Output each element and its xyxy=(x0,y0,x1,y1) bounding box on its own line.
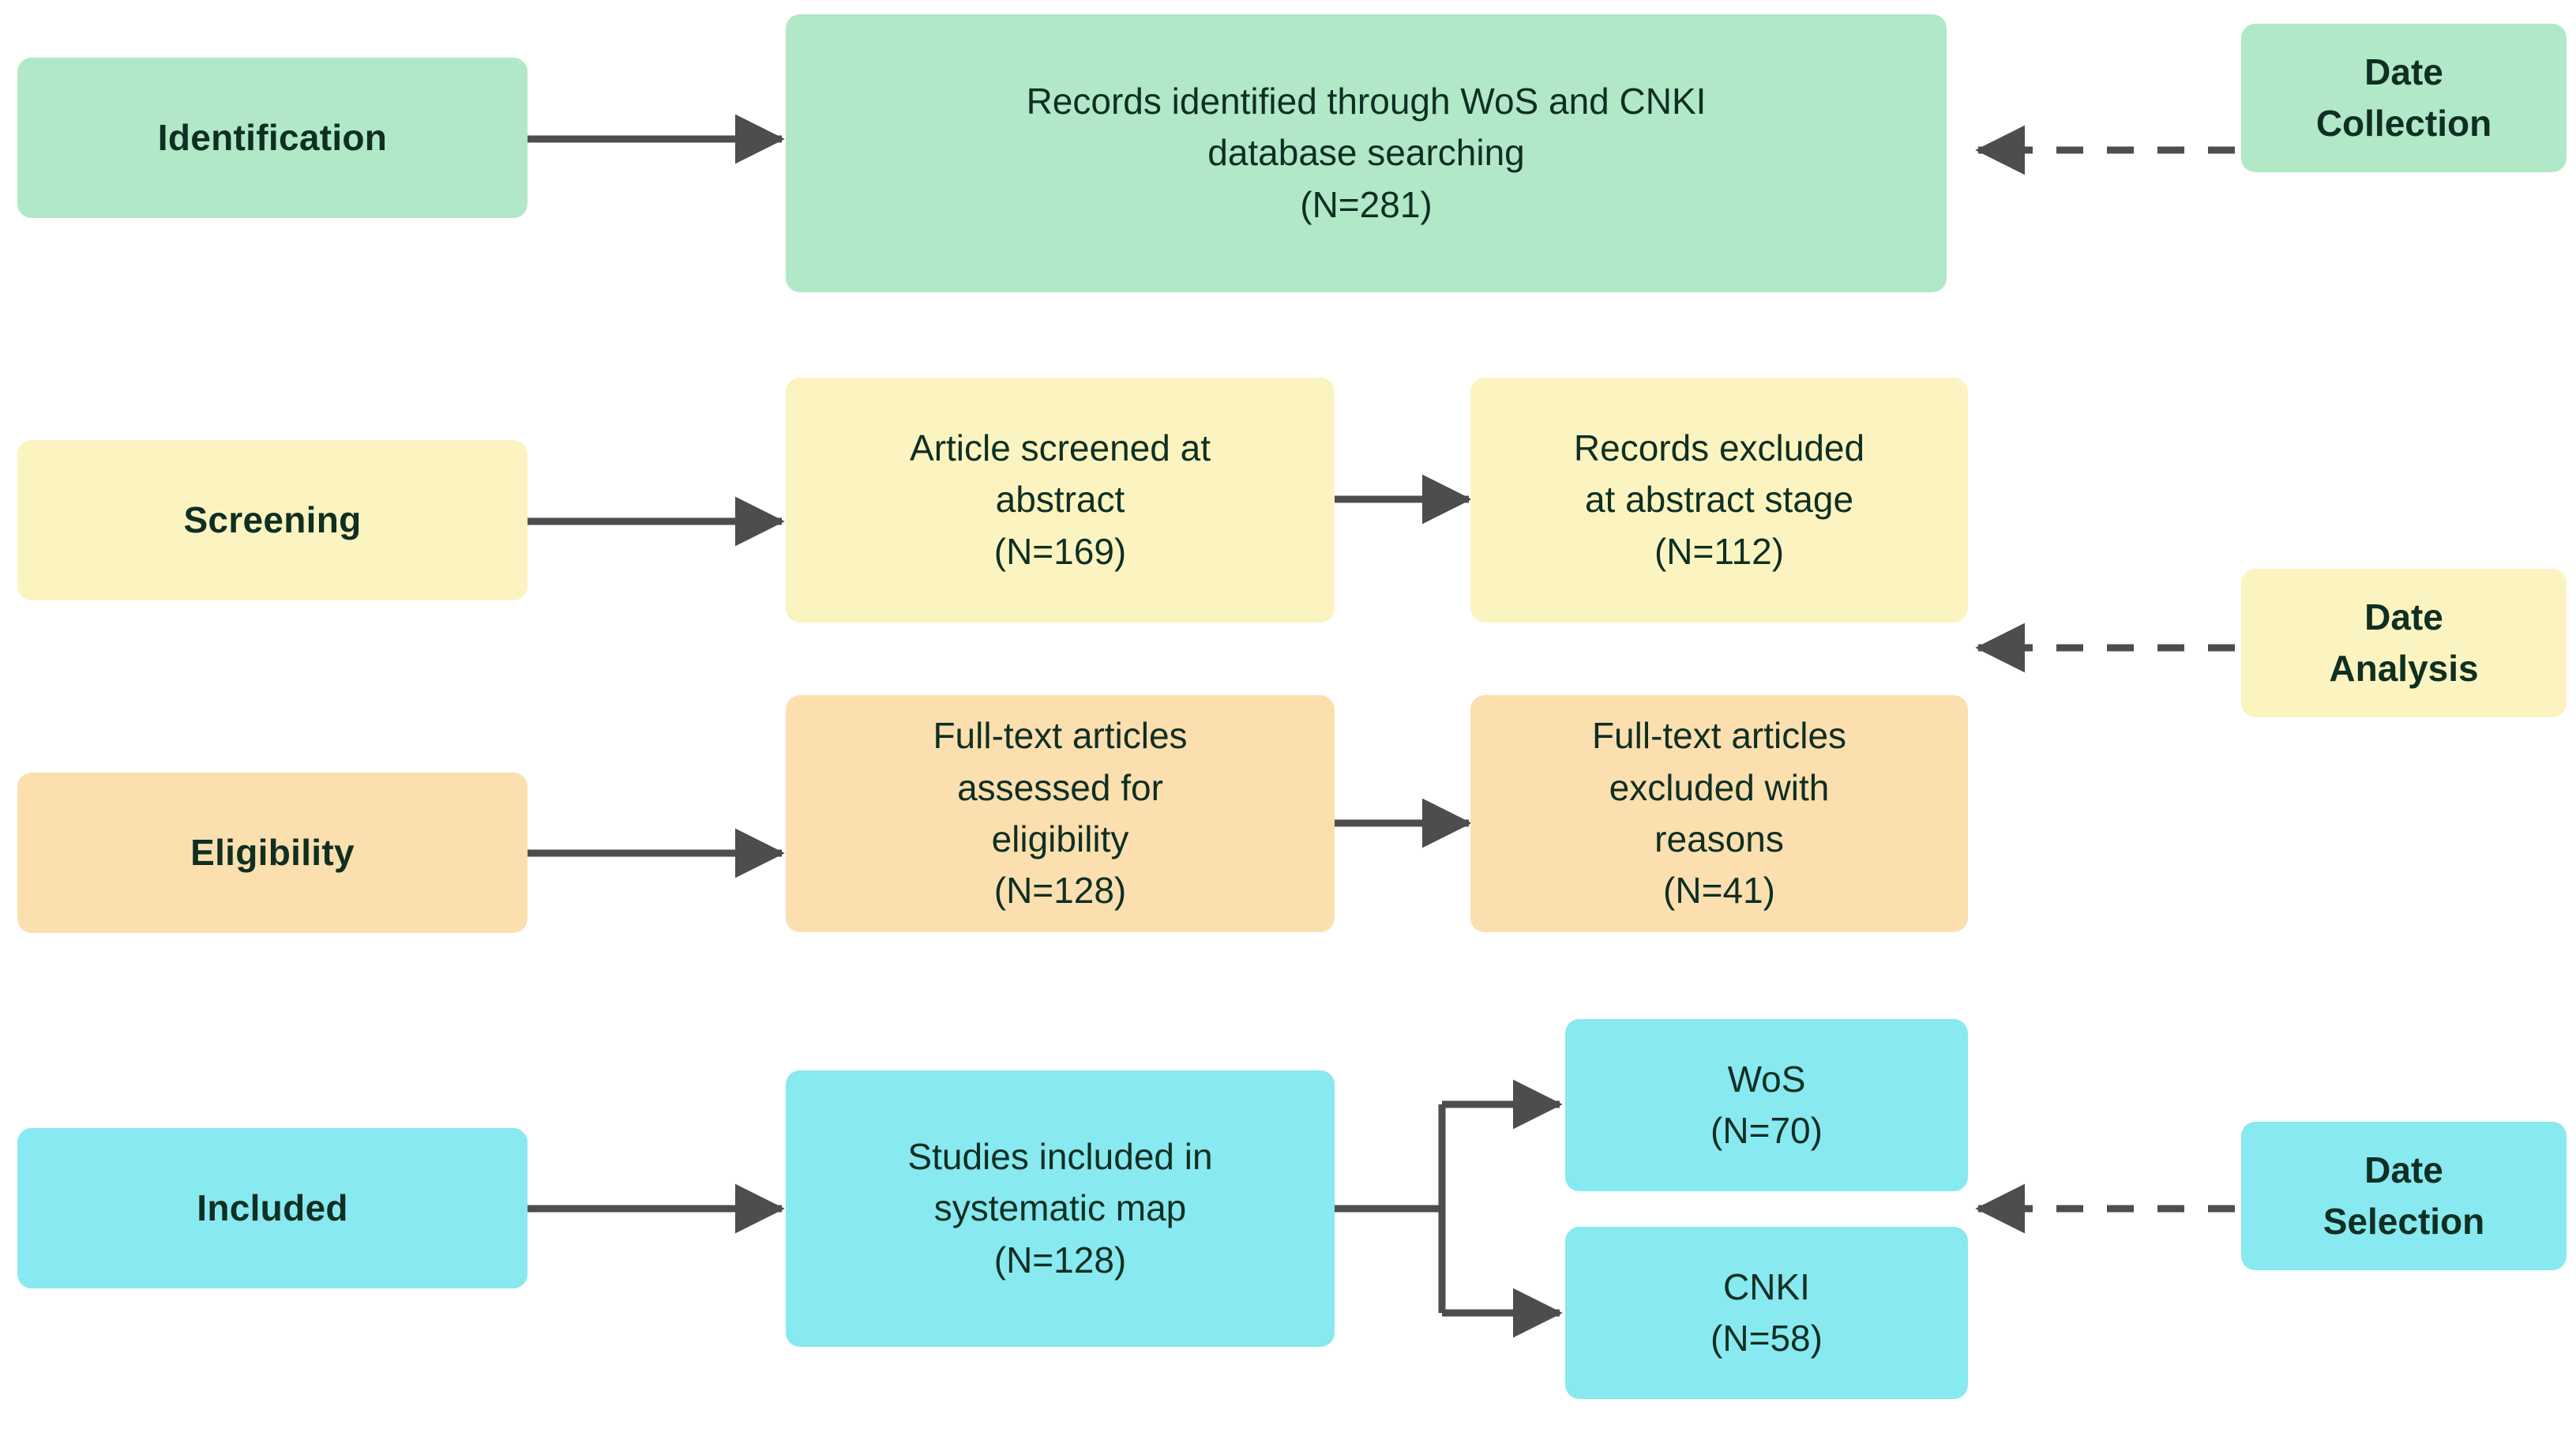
box-records-identified-line-2: database searching xyxy=(1207,132,1525,174)
stage-label-identification-text: Identification xyxy=(157,116,388,158)
note-date-collection-line-1: Date xyxy=(2364,51,2443,92)
stage-label-included[interactable]: Included xyxy=(17,1128,528,1288)
note-date-collection[interactable]: Date Collection xyxy=(2241,24,2567,172)
box-studies-included[interactable]: Studies included in systematic map (N=12… xyxy=(786,1070,1335,1347)
box-fulltext-excluded[interactable]: Full-text articles excluded with reasons… xyxy=(1470,695,1968,932)
box-article-screened-line-2: abstract xyxy=(995,479,1125,521)
stage-label-eligibility[interactable]: Eligibility xyxy=(17,773,528,933)
box-fulltext-assessed-line-3: eligibility xyxy=(991,818,1129,859)
box-fulltext-assessed-line-4: (N=128) xyxy=(993,870,1127,912)
stage-label-included-text: Included xyxy=(197,1187,348,1228)
stage-label-screening-text: Screening xyxy=(183,498,362,540)
note-date-selection-line-2: Selection xyxy=(2323,1201,2485,1242)
box-fulltext-excluded-line-1: Full-text articles xyxy=(1591,715,1847,757)
box-cnki-line-1: CNKI xyxy=(1723,1266,1810,1307)
box-article-screened-line-1: Article screened at xyxy=(910,427,1211,469)
box-wos-line-1: WoS xyxy=(1727,1058,1806,1100)
box-records-identified[interactable]: Records identified through WoS and CNKI … xyxy=(786,14,1947,292)
box-article-screened-line-3: (N=169) xyxy=(993,530,1127,572)
box-cnki-line-2: (N=58) xyxy=(1710,1318,1823,1359)
box-fulltext-excluded-line-2: excluded with xyxy=(1609,766,1830,808)
box-studies-included-line-2: systematic map xyxy=(933,1187,1187,1229)
box-cnki[interactable]: CNKI (N=58) xyxy=(1565,1227,1968,1399)
box-fulltext-assessed-line-1: Full-text articles xyxy=(933,715,1188,757)
box-records-identified-line-3: (N=281) xyxy=(1300,183,1433,225)
box-studies-included-line-1: Studies included in xyxy=(907,1136,1213,1178)
box-records-excluded[interactable]: Records excluded at abstract stage (N=11… xyxy=(1470,378,1968,622)
stage-label-screening[interactable]: Screening xyxy=(17,440,528,600)
stage-label-eligibility-text: Eligibility xyxy=(190,831,355,873)
box-studies-included-line-3: (N=128) xyxy=(993,1239,1127,1281)
box-fulltext-excluded-line-3: reasons xyxy=(1654,818,1784,859)
box-records-excluded-line-1: Records excluded xyxy=(1573,427,1865,469)
box-fulltext-excluded-line-4: (N=41) xyxy=(1663,870,1775,912)
note-date-selection-line-1: Date xyxy=(2364,1149,2443,1190)
note-date-analysis-line-2: Analysis xyxy=(2329,648,2479,689)
stage-label-identification[interactable]: Identification xyxy=(17,58,528,218)
note-date-selection[interactable]: Date Selection xyxy=(2241,1122,2567,1270)
note-date-collection-line-2: Collection xyxy=(2315,103,2492,144)
box-wos[interactable]: WoS (N=70) xyxy=(1565,1019,1968,1191)
box-fulltext-assessed-line-2: assessed for xyxy=(957,766,1163,808)
box-records-identified-line-1: Records identified through WoS and CNKI xyxy=(1026,81,1707,122)
box-records-excluded-line-3: (N=112) xyxy=(1654,530,1785,572)
note-date-analysis-line-1: Date xyxy=(2364,596,2443,637)
box-fulltext-assessed[interactable]: Full-text articles assessed for eligibil… xyxy=(786,695,1335,932)
box-records-excluded-line-2: at abstract stage xyxy=(1584,479,1854,521)
note-date-analysis[interactable]: Date Analysis xyxy=(2241,569,2567,717)
box-article-screened[interactable]: Article screened at abstract (N=169) xyxy=(786,378,1335,622)
box-wos-line-2: (N=70) xyxy=(1710,1110,1823,1151)
